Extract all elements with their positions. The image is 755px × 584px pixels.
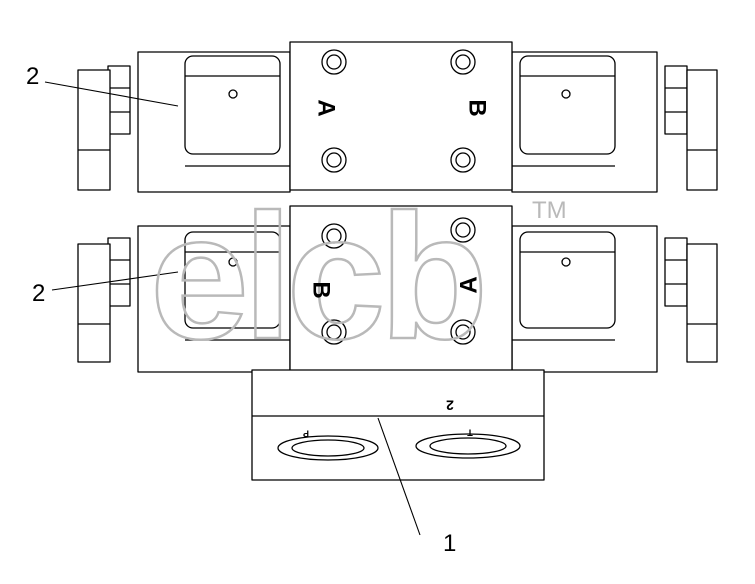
lower-bolt-br-icon <box>450 319 476 345</box>
lower-bolt-tl-icon <box>321 223 347 249</box>
upper-valve <box>77 41 718 193</box>
base-port-p-label: P <box>303 429 309 439</box>
lower-right-coil-cover <box>519 231 616 329</box>
upper-right-nut <box>664 65 688 135</box>
base-plate <box>251 369 545 481</box>
lower-port-left-label: B <box>308 281 335 298</box>
port-p-inner <box>291 439 365 457</box>
upper-bolt-tl-icon <box>321 49 347 75</box>
upper-port-left-label: A <box>313 99 340 116</box>
lower-bolt-tr-icon <box>450 217 476 243</box>
base-port-top-label: 2 <box>446 397 454 413</box>
callout-lower-valve: 2 <box>32 280 45 307</box>
upper-left-coil-cover <box>184 55 281 155</box>
leader-line-base <box>377 417 421 536</box>
upper-port-right-label: B <box>464 99 491 116</box>
upper-right-end-cap <box>686 69 718 191</box>
watermark: elcb TM <box>149 176 567 378</box>
lower-port-right-label: A <box>455 276 482 293</box>
lower-left-end-cap <box>77 243 111 363</box>
upper-right-coil-cover <box>519 55 616 155</box>
lower-center-block <box>289 205 513 385</box>
leader-line-lower <box>51 271 179 291</box>
base-port-t-label: T <box>467 428 473 438</box>
lower-bolt-bl-icon <box>321 319 347 345</box>
upper-bolt-tr-icon <box>450 49 476 75</box>
lower-right-end-cap <box>686 243 718 363</box>
port-t-inner <box>429 437 507 455</box>
lower-left-coil-cover <box>184 231 281 329</box>
lower-left-screw-icon <box>228 257 238 267</box>
leader-line-upper <box>44 81 179 107</box>
lower-left-nut <box>107 237 131 307</box>
upper-left-end-cap <box>77 69 111 191</box>
upper-bolt-br-icon <box>450 147 476 173</box>
callout-base-plate: 1 <box>443 530 456 557</box>
watermark-mark: TM <box>532 197 567 224</box>
upper-right-screw-icon <box>561 89 571 99</box>
lower-right-screw-icon <box>561 257 571 267</box>
upper-left-nut <box>107 65 131 135</box>
upper-bolt-bl-icon <box>321 147 347 173</box>
lower-right-nut <box>664 237 688 307</box>
callout-upper-valve: 2 <box>26 63 39 90</box>
watermark-text: elcb <box>150 177 482 376</box>
upper-left-screw-icon <box>228 89 238 99</box>
base-plate-body <box>251 369 545 481</box>
lower-valve <box>77 205 718 385</box>
